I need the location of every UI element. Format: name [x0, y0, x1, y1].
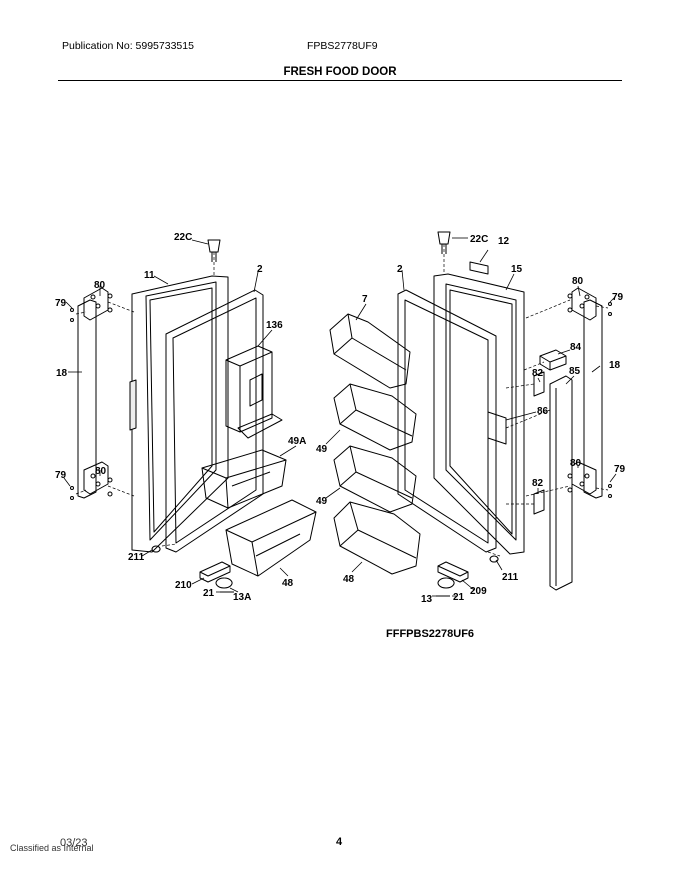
figure-code: FFFPBS2278UF6 — [386, 628, 475, 640]
right-screws-79 — [567, 293, 612, 498]
page-number: 4 — [336, 836, 343, 848]
label-79-left-lower: 79 — [55, 470, 67, 481]
label-18-right: 18 — [609, 360, 621, 371]
label-12: 12 — [498, 236, 510, 247]
label-80-right-upper: 80 — [572, 276, 584, 287]
label-21-right: 21 — [453, 592, 465, 603]
right-label-12 — [469, 261, 489, 275]
label-18-left: 18 — [56, 368, 68, 379]
right-bracket-84 — [539, 349, 567, 371]
left-shelf-136 — [225, 345, 283, 439]
label-79-left-upper: 79 — [55, 298, 67, 309]
right-door-outer-panel — [433, 273, 525, 555]
right-top-cap — [437, 231, 451, 254]
right-bin-48 — [333, 501, 421, 575]
left-door-outer-panel — [129, 275, 229, 553]
classification-label: Classified as Internal — [10, 843, 94, 853]
label-13: 13 — [421, 594, 433, 605]
label-22c-right: 22C — [470, 234, 488, 245]
label-2-right: 2 — [397, 264, 403, 275]
left-top-cap — [207, 239, 221, 262]
right-trim-85 — [549, 375, 573, 591]
label-80-left-lower: 80 — [95, 466, 107, 477]
footer-date: 03/23 — [60, 837, 88, 849]
label-79-right-upper: 79 — [612, 292, 624, 303]
right-shelf-7 — [329, 313, 411, 389]
right-screw-211 — [489, 555, 499, 563]
label-2-left: 2 — [257, 264, 263, 275]
model-number: FPBS2778UF9 — [307, 40, 378, 52]
label-48-right: 48 — [343, 574, 355, 585]
label-210: 210 — [175, 580, 192, 591]
label-7: 7 — [362, 294, 368, 305]
right-hinge-209 — [436, 561, 469, 597]
label-13a: 13A — [233, 592, 251, 603]
label-209: 209 — [470, 586, 487, 597]
label-80-right-lower: 80 — [570, 458, 582, 469]
left-hinge-210 — [199, 561, 234, 593]
label-21-left: 21 — [203, 588, 215, 599]
right-bin-49-upper — [333, 383, 417, 451]
right-door-gasket — [397, 289, 497, 553]
left-bin-48 — [225, 499, 317, 577]
label-79-right-lower: 79 — [614, 464, 626, 475]
label-15: 15 — [511, 264, 523, 275]
left-bin-49a — [201, 449, 287, 509]
label-22c-left: 22C — [174, 232, 192, 243]
label-48-left: 48 — [282, 578, 294, 589]
label-84: 84 — [570, 342, 582, 353]
left-door-gasket — [165, 289, 264, 553]
label-49-upper: 49 — [316, 444, 328, 455]
label-85: 85 — [569, 366, 581, 377]
label-211-right: 211 — [502, 572, 519, 583]
left-handle-18 — [77, 287, 109, 499]
header-rule — [58, 80, 622, 81]
label-211-left: 211 — [128, 552, 145, 563]
publication-number: Publication No: 5995733515 — [62, 40, 194, 52]
section-title: FRESH FOOD DOOR — [283, 66, 397, 78]
label-80-left-upper: 80 — [94, 280, 106, 291]
label-49-lower: 49 — [316, 496, 328, 507]
label-49a: 49A — [288, 436, 306, 447]
label-136: 136 — [266, 320, 283, 331]
label-82-upper: 82 — [532, 368, 544, 379]
label-11: 11 — [144, 270, 155, 281]
left-screws-79 — [70, 293, 113, 500]
left-screw-211 — [151, 545, 161, 553]
label-82-lower: 82 — [532, 478, 544, 489]
right-clips-82 — [533, 371, 545, 515]
label-86: 86 — [537, 406, 549, 417]
right-bin-49-lower — [333, 445, 417, 513]
